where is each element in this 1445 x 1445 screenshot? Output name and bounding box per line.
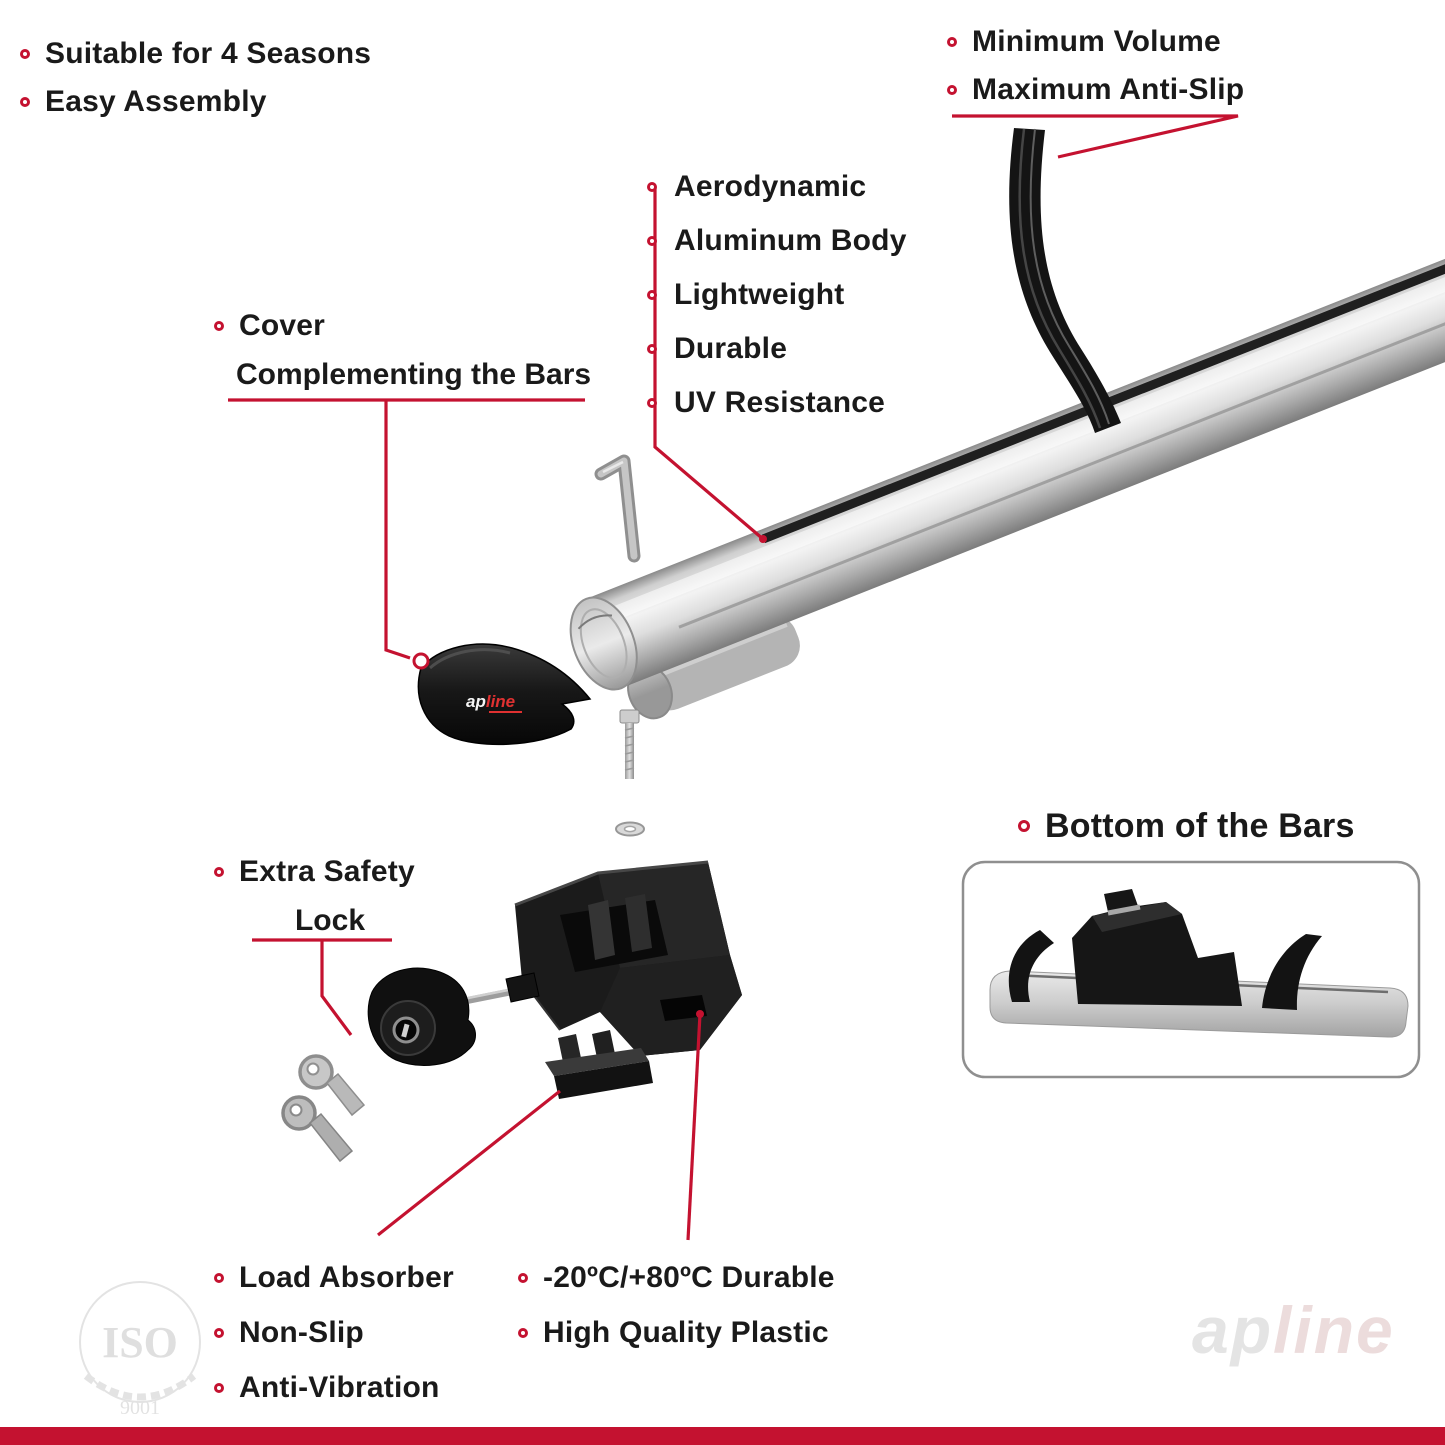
lock-pointer-line: [320, 940, 353, 1036]
feature-item: Bottom of the Bars: [1018, 802, 1355, 850]
bolt: [619, 709, 640, 779]
features-top-right: Minimum Volume Maximum Anti-Slip: [947, 18, 1244, 114]
bullet-icon: [518, 1327, 528, 1338]
bar-features-pointer-line: [653, 187, 765, 541]
feature-item: Easy Assembly: [20, 78, 371, 126]
lock-label-line1: Extra Safety: [239, 855, 415, 888]
bottom-bars-label: Bottom of the Bars: [1018, 802, 1355, 850]
bottom-of-bars-inset: [961, 860, 1421, 1079]
feature-label: Load Absorber: [239, 1260, 454, 1294]
iso-number: 9001: [120, 1397, 160, 1419]
feature-label: Aluminum Body: [674, 224, 907, 257]
bullet-icon: [518, 1272, 528, 1283]
feature-label: -20ºC/+80ºC Durable: [543, 1260, 835, 1294]
bullet-icon: [1018, 820, 1030, 832]
clamp-body: [514, 860, 742, 1056]
feature-label: Maximum Anti-Slip: [972, 73, 1245, 106]
feature-item: -20ºC/+80ºC Durable: [518, 1250, 835, 1305]
cover-label-line1: Cover: [239, 309, 326, 342]
feature-item: Anti-Vibration: [214, 1360, 454, 1415]
allen-key: [594, 454, 641, 563]
lock-label-line2: Lock: [294, 904, 366, 937]
rubber-strip: [1009, 128, 1121, 433]
bottom-bars-text: Bottom of the Bars: [1045, 806, 1355, 845]
annotation-lines: [228, 114, 1239, 1241]
bullet-icon: [947, 37, 957, 47]
brand-watermark: apline: [1192, 1292, 1395, 1368]
footer-accent-bar: [0, 1427, 1445, 1445]
bullet-icon: [214, 867, 224, 877]
load-absorber-part: [545, 1030, 653, 1099]
feature-label: Non-Slip: [239, 1315, 364, 1349]
absorber-pointer-line: [377, 1089, 561, 1237]
cover-part: apline: [417, 643, 592, 746]
feature-item: Extra Safety: [214, 848, 420, 896]
bullet-icon: [20, 97, 30, 107]
bar-channel-slot: [761, 229, 1445, 544]
features-top-left: Suitable for 4 Seasons Easy Assembly: [20, 30, 371, 126]
bullet-icon: [647, 290, 657, 300]
features-bottom-right: -20ºC/+80ºC Durable High Quality Plastic: [518, 1250, 835, 1360]
safety-lock: [367, 967, 540, 1066]
feature-item: High Quality Plastic: [518, 1305, 835, 1360]
feature-label: Easy Assembly: [45, 85, 267, 118]
bullet-icon: [214, 321, 224, 331]
bullet-icon: [947, 85, 957, 95]
feature-item: UV Resistance: [647, 376, 907, 430]
bullet-icon: [647, 344, 657, 354]
brand-watermark-suffix: line: [1273, 1293, 1395, 1367]
roof-bar: [569, 224, 1445, 691]
bullet-icon: [20, 49, 30, 59]
iso-watermark: ISO 9001: [79, 1281, 201, 1419]
feature-item: Suitable for 4 Seasons: [20, 30, 371, 78]
bullet-icon: [214, 1272, 224, 1283]
cover-label-line2: Complementing the Bars: [236, 358, 592, 391]
feature-label: Durable: [674, 332, 788, 365]
feature-item: Minimum Volume: [947, 18, 1244, 66]
feature-item: Non-Slip: [214, 1305, 454, 1360]
lock-label: Extra Safety Lock: [214, 848, 420, 938]
feature-item: Cover: [214, 302, 591, 350]
keys: [281, 1054, 366, 1163]
plastic-pointer-line: [686, 1013, 702, 1241]
iso-text: ISO: [102, 1318, 178, 1367]
feature-item: Aluminum Body: [647, 214, 907, 268]
features-bottom-left: Load Absorber Non-Slip Anti-Vibration: [214, 1250, 454, 1415]
feature-label: High Quality Plastic: [543, 1315, 829, 1349]
feature-item: Aerodynamic: [647, 160, 907, 214]
feature-label: Anti-Vibration: [239, 1370, 440, 1404]
feature-label: Minimum Volume: [972, 25, 1221, 58]
feature-label: Lightweight: [674, 278, 845, 311]
bullet-icon: [214, 1327, 224, 1338]
feature-item: Load Absorber: [214, 1250, 454, 1305]
feature-item: Maximum Anti-Slip: [947, 66, 1244, 114]
cover-logo: apline: [466, 692, 515, 711]
feature-item: Lightweight: [647, 268, 907, 322]
cover-pointer-ring: [412, 652, 430, 670]
feature-item: Durable: [647, 322, 907, 376]
bullet-icon: [647, 182, 657, 192]
bullet-icon: [214, 1382, 224, 1393]
brand-watermark-prefix: ap: [1192, 1293, 1274, 1367]
feature-label: Aerodynamic: [674, 170, 867, 203]
features-bar: Aerodynamic Aluminum Body Lightweight Du…: [647, 160, 907, 430]
bullet-icon: [647, 398, 657, 408]
feature-label: UV Resistance: [674, 386, 886, 419]
antislip-pointer-line: [952, 114, 1239, 159]
washer: [615, 821, 645, 837]
cover-label: Cover Complementing the Bars: [214, 302, 591, 392]
cover-pointer-line: [384, 400, 411, 660]
bullet-icon: [647, 236, 657, 246]
feature-label: Suitable for 4 Seasons: [45, 37, 372, 70]
